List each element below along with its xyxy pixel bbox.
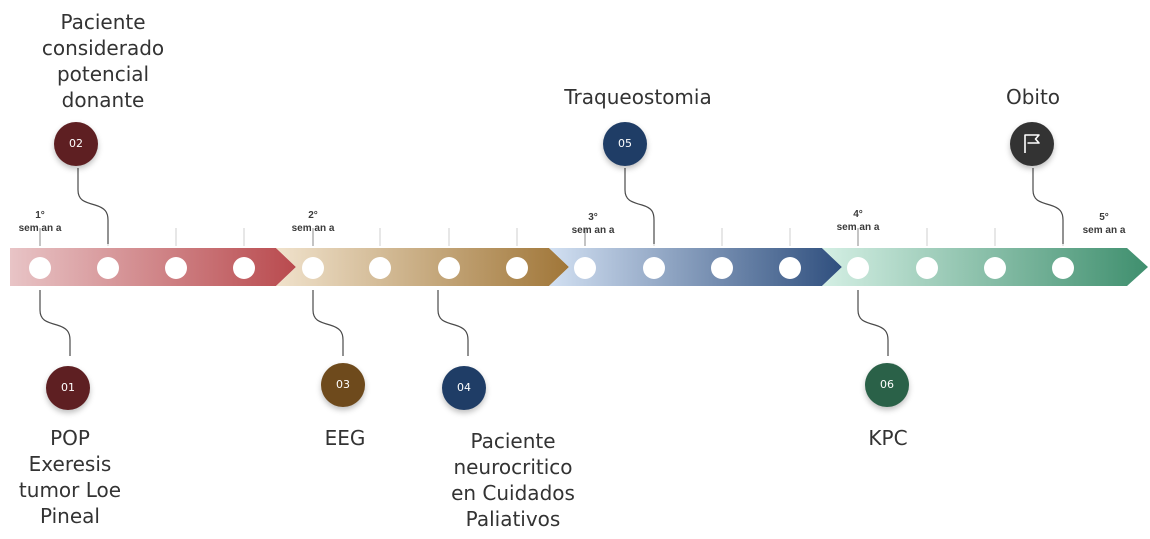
week-tick-marks [39, 228, 859, 246]
event-label-04: Paciente neurocritico en Cuidados Paliat… [451, 429, 575, 531]
event-label-01: POP Exeresis tumor Loe Pineal [18, 426, 122, 528]
event-label-03: EEG [324, 426, 366, 450]
event-badge-03: 03 [321, 363, 365, 407]
event-badge-02: 02 [54, 122, 98, 166]
flag-icon [1024, 134, 1040, 153]
week-3-text: sem an a [571, 225, 615, 236]
week-1-number: 1° [35, 210, 45, 221]
week-3-label: 3° sem an a [568, 211, 618, 237]
segment-week-1 [10, 248, 296, 286]
segment-week-2 [276, 248, 569, 286]
week-1-label: 1° sem an a [15, 209, 65, 235]
event-badge-06: 06 [865, 363, 909, 407]
week-2-number: 2° [308, 210, 318, 221]
event-label-02: Paciente considerado potencial donante [41, 10, 165, 112]
segment-week-3 [549, 248, 842, 286]
week-5-label: 5° sem an a [1079, 211, 1129, 237]
event-badge-04: 04 [442, 366, 486, 410]
week-1-text: sem an a [18, 223, 62, 234]
week-4-number: 4° [853, 209, 863, 220]
event-label-06: KPC [868, 426, 908, 450]
week-2-label: 2° sem an a [288, 209, 338, 235]
week-5-number: 5° [1099, 212, 1109, 223]
event-label-obito: Obito [1005, 85, 1061, 109]
event-badge-05: 05 [603, 122, 647, 166]
connectors [39, 168, 1064, 356]
week-2-text: sem an a [291, 223, 335, 234]
week-4-label: 4° sem an a [833, 208, 883, 234]
event-badge-obito [1010, 122, 1054, 166]
event-badge-01: 01 [46, 366, 90, 410]
week-5-text: sem an a [1082, 225, 1126, 236]
week-4-text: sem an a [836, 222, 880, 233]
timeline-dots [29, 257, 1074, 279]
event-label-05: Traqueostomia [564, 85, 712, 109]
week-3-number: 3° [588, 212, 598, 223]
